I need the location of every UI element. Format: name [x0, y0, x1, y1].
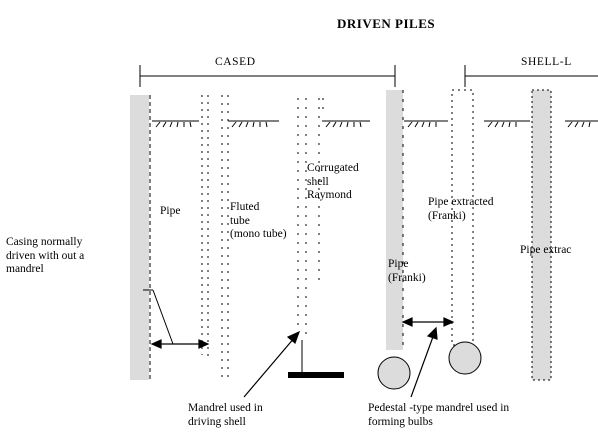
casing-pile	[130, 95, 149, 380]
corrugated-shell-pile	[297, 98, 324, 340]
shell-less-bracket	[464, 65, 598, 87]
extracted-pipe-pile-2	[531, 89, 552, 381]
shell-less-label: SHELL-L	[521, 56, 572, 68]
franki-bulb-right	[448, 341, 482, 375]
fluted-tube-pile	[221, 95, 229, 380]
ground-surface-1	[152, 120, 199, 128]
casing-label: Casing normally driven with out a mandre…	[6, 236, 85, 275]
corrugated-shell-label: Corrugated shell Raymond	[307, 162, 359, 201]
ground-surface-6	[565, 120, 598, 128]
width-arrow-right	[401, 317, 455, 327]
pedestal-mandrel-label: Pedestal -type mandrel used in forming b…	[368, 402, 510, 428]
pipe-extracted-franki-label: Pipe extracted (Franki)	[428, 196, 494, 222]
pipe-franki-label: Pipe (Franki)	[388, 258, 426, 284]
pipe-pile	[201, 95, 209, 360]
mandrel-shell-label: Mandrel used in driving shell	[188, 402, 263, 428]
casing-pointer	[143, 289, 174, 345]
ground-surface-4	[404, 120, 448, 128]
fluted-tube-label: Fluted tube (mono tube)	[230, 201, 287, 240]
cased-bracket	[139, 65, 396, 87]
width-arrow-left	[150, 339, 210, 349]
pipe-extracted-label: Pipe extrac	[520, 244, 572, 256]
ground-surface-5	[484, 120, 530, 128]
mandrel-pointer-arrow	[243, 330, 301, 398]
ground-surface-2	[228, 120, 279, 128]
pedestal-pointer-arrow	[410, 326, 438, 398]
ground-surface-3	[322, 120, 370, 128]
franki-bulb-left	[377, 356, 411, 390]
franki-pipe-pile	[386, 90, 403, 350]
cased-label: CASED	[215, 56, 256, 68]
diagram-title: DRIVEN PILES	[337, 16, 436, 31]
mandrel-base-plate	[288, 372, 344, 378]
pipe-label: Pipe	[160, 205, 181, 217]
